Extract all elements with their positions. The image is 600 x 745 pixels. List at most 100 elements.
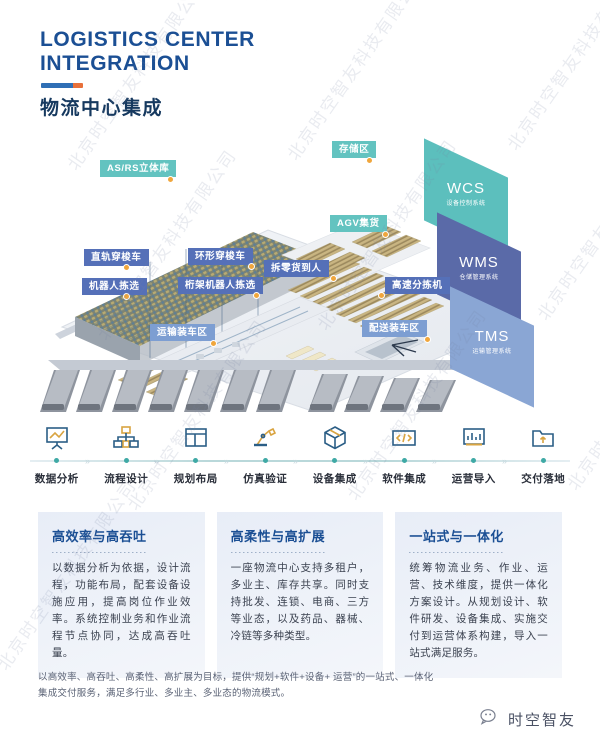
timeline-label-1: 数据分析	[34, 473, 79, 485]
bar-chart-icon	[460, 420, 488, 452]
feature-card-1: 高效率与高吞吐 以数据分析为依据，设计流程，功能布局，配套设备设施应用，提高岗位…	[38, 512, 205, 678]
timeline-label-2: 流程设计	[104, 473, 149, 485]
timeline-chevron-5: »	[363, 456, 369, 466]
timeline-chevron-1: »	[85, 456, 91, 466]
timeline-dot	[471, 458, 477, 463]
title-accent-rule	[41, 83, 83, 88]
title-en-line2: INTEGRATION	[40, 52, 190, 75]
timeline-label-3: 规划布局	[173, 473, 218, 485]
timeline-step-3[interactable]: 规划布局	[161, 418, 231, 496]
timeline-dot	[123, 458, 129, 463]
diagram-label-gantry-picking: 桁架机器人拣选	[178, 277, 263, 294]
trucks	[40, 370, 456, 412]
timeline-chevron-3: »	[224, 456, 230, 466]
diagram-dot-asrs	[167, 176, 174, 183]
folder-upload-icon	[529, 420, 557, 452]
diagram-dot-delivery-dock	[424, 336, 431, 343]
diagram-label-storage: 存储区	[332, 141, 377, 158]
timeline-chevron-4: »	[293, 456, 299, 466]
timeline-dot	[332, 458, 338, 463]
feature-card-body-2: 一座物流中心支持多租户，多业主、库存共享。同时支持批发、连锁、电商、三方等业态，…	[230, 562, 370, 642]
diagram-label-ring-shuttle: 环形穿梭车	[188, 248, 253, 265]
system-code-wms: WMS	[459, 254, 499, 271]
timeline-step-6[interactable]: 软件集成	[370, 418, 440, 496]
diagram-dot-goods-to-person	[330, 275, 337, 282]
layout-grid-icon	[182, 420, 210, 452]
timeline-step-7[interactable]: 运营导入	[439, 418, 509, 496]
diagram-dot-ring-shuttle	[248, 263, 255, 270]
brand-name: 时空智友	[507, 712, 576, 729]
flowchart-icon	[112, 420, 140, 452]
diagram-dot-storage	[366, 157, 373, 164]
timeline-label-4: 仿真验证	[243, 473, 288, 485]
timeline-dot	[540, 458, 546, 463]
footer-summary: 以高效率、高吞吐、高柔性、高扩展为目标，提供“规划+软件+设备+ 运营”的一站式…	[38, 672, 434, 699]
diagram-dot-transport-dock	[210, 340, 217, 347]
timeline-step-1[interactable]: 数据分析	[22, 418, 92, 496]
timeline-line	[30, 460, 570, 462]
diagram-dot-robot-picking	[123, 293, 130, 300]
system-code-wcs: WCS	[447, 180, 485, 197]
accent-orange-segment	[73, 83, 83, 88]
diagram-label-transport-dock: 运输装车区	[150, 324, 215, 341]
warehouse-isometric-diagram: WCS 设备控制系统 WMS 仓储管理系统 TMS 运输管理系统 AS/RS立体…	[0, 112, 600, 412]
feature-card-2: 高柔性与高扩展 一座物流中心支持多租户，多业主、库存共享。同时支持批发、连锁、电…	[216, 512, 384, 678]
system-name-wcs: 设备控制系统	[446, 201, 486, 207]
feature-card-body-3: 统筹物流业务、作业、运营、技术维度，提供一体化方案设计。从规划设计、软件研发、设…	[409, 562, 549, 659]
timeline-step-5[interactable]: 设备集成	[300, 418, 370, 496]
feature-card-divider	[409, 552, 506, 553]
diagram-label-linear-shuttle: 直轨穿梭车	[84, 249, 149, 266]
feature-card-title-2: 高柔性与高扩展	[230, 529, 326, 544]
feature-card-body-1: 以数据分析为依据，设计流程，功能布局，配套设备设施应用，提高岗位作业效率。系统控…	[52, 562, 191, 659]
diagram-dot-linear-shuttle	[123, 264, 130, 271]
timeline-label-5: 设备集成	[312, 473, 357, 485]
title-cn: 物流中心集成	[40, 98, 164, 119]
system-code-tms: TMS	[474, 328, 510, 345]
code-brackets-icon	[390, 420, 418, 452]
timeline-label-7: 运营导入	[451, 473, 496, 485]
robot-arm-icon	[251, 420, 279, 452]
timeline-items: 数据分析 流程设计	[22, 418, 578, 496]
timeline-dot	[401, 458, 407, 463]
wechat-icon	[480, 708, 502, 731]
diagram-label-asrs: AS/RS立体库	[100, 160, 177, 177]
timeline-dot	[54, 458, 60, 463]
timeline-chevron-6: »	[432, 456, 438, 466]
diagram-label-delivery-dock: 配送装车区	[362, 320, 427, 337]
timeline-dot	[193, 458, 199, 463]
diagram-dot-sorter	[378, 292, 385, 299]
timeline-step-4[interactable]: 仿真验证	[231, 418, 301, 496]
accent-blue-segment	[41, 83, 73, 88]
diagram-dot-gantry-picking	[253, 292, 260, 299]
timeline-dot	[262, 458, 268, 463]
picking-area	[149, 296, 331, 377]
timeline-step-8[interactable]: 交付落地	[509, 418, 579, 496]
diagram-label-sorter: 高速分拣机	[385, 277, 450, 294]
high-speed-sorter	[354, 330, 425, 364]
system-name-tms: 运输管理系统	[472, 349, 512, 355]
diagram-dot-agv	[382, 231, 389, 238]
diagram-label-agv: AGV集货	[330, 215, 387, 232]
timeline-chevron-7: »	[502, 456, 508, 466]
timeline-label-8: 交付落地	[521, 473, 566, 485]
feature-card-divider	[52, 552, 148, 553]
system-name-wms: 仓储管理系统	[459, 275, 499, 281]
timeline-step-2[interactable]: 流程设计	[92, 418, 162, 496]
truck-dock-area	[40, 360, 470, 412]
diagram-label-goods-to-person: 拆零货到人	[264, 260, 329, 277]
diagram-label-robot-picking: 机器人拣选	[82, 278, 147, 295]
timeline-label-6: 软件集成	[382, 473, 427, 485]
feature-card-divider	[230, 552, 327, 553]
title-en-line1: LOGISTICS CENTER	[40, 28, 255, 51]
brand-logo: 时空智友	[480, 708, 576, 731]
box-cube-icon	[321, 420, 349, 452]
feature-cards: 高效率与高吞吐 以数据分析为依据，设计流程，功能布局，配套设备设施应用，提高岗位…	[38, 512, 563, 678]
process-timeline: 数据分析 流程设计	[22, 418, 578, 496]
watermark: 北京时空智友科技有限公司	[250, 0, 401, 4]
chart-presentation-icon	[43, 420, 71, 452]
feature-card-title-3: 一站式与一体化	[409, 529, 504, 544]
page-title: LOGISTICS CENTER INTEGRATION 物流中心集成	[40, 28, 255, 120]
feature-card-title-1: 高效率与高吞吐	[52, 529, 147, 544]
timeline-chevron-2: »	[154, 456, 160, 466]
